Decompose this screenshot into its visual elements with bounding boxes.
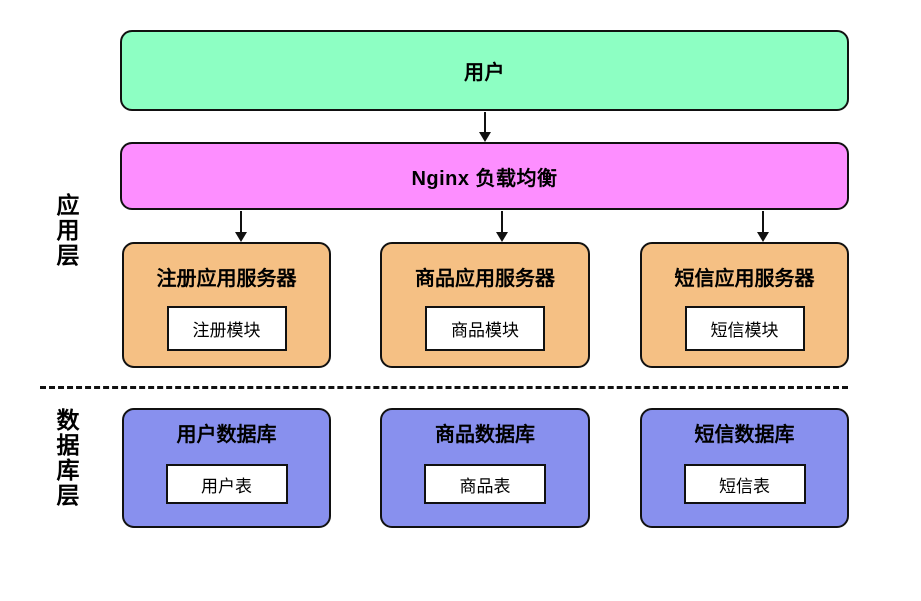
table-label: 用户表 <box>201 476 252 496</box>
arrow-down-icon <box>757 232 769 242</box>
database-title: 用户数据库 <box>176 424 277 446</box>
nginx-box-label: Nginx 负载均衡 <box>411 167 558 190</box>
arrow-user-to-nginx <box>479 112 491 142</box>
module-box-product: 商品模块 <box>425 306 545 351</box>
arrow-line <box>501 211 503 232</box>
arrow-line <box>240 211 242 232</box>
table-box-user: 用户表 <box>165 464 288 504</box>
db-layer-label: 数据库层 <box>56 407 80 508</box>
table-box-product: 商品表 <box>424 464 546 504</box>
arrow-down-icon <box>479 132 491 142</box>
user-box: 用户 <box>120 30 849 111</box>
app-server-title: 商品应用服务器 <box>415 268 555 290</box>
table-label: 商品表 <box>459 476 511 496</box>
arrow-line <box>762 211 764 232</box>
database-title: 商品数据库 <box>435 424 535 446</box>
module-box-register: 注册模块 <box>166 306 287 351</box>
user-box-label: 用户 <box>464 62 505 84</box>
app-server-box-register: 注册应用服务器 注册模块 <box>122 242 331 368</box>
database-box-sms: 短信数据库 短信表 <box>640 408 849 528</box>
arrow-nginx-to-register-server <box>235 211 247 242</box>
database-box-user: 用户数据库 用户表 <box>122 408 331 528</box>
app-server-title: 注册应用服务器 <box>156 268 297 290</box>
arrow-nginx-to-product-server <box>496 211 508 242</box>
nginx-box: Nginx 负载均衡 <box>120 142 849 210</box>
arrow-down-icon <box>496 232 508 242</box>
database-title: 短信数据库 <box>694 424 795 446</box>
arrow-down-icon <box>235 232 247 242</box>
app-server-box-sms: 短信应用服务器 短信模块 <box>640 242 849 368</box>
table-label: 短信表 <box>719 476 770 496</box>
app-server-title: 短信应用服务器 <box>674 268 815 290</box>
module-label: 短信模块 <box>710 321 779 340</box>
database-box-product: 商品数据库 商品表 <box>380 408 590 528</box>
module-label: 注册模块 <box>192 321 261 340</box>
table-box-sms: 短信表 <box>683 464 806 504</box>
layer-divider <box>40 386 848 389</box>
module-label: 商品模块 <box>451 321 519 340</box>
arrow-nginx-to-sms-server <box>757 211 769 242</box>
app-server-box-product: 商品应用服务器 商品模块 <box>380 242 590 368</box>
arrow-line <box>484 112 486 132</box>
module-box-sms: 短信模块 <box>684 306 805 351</box>
app-layer-label: 应用层 <box>56 192 80 268</box>
